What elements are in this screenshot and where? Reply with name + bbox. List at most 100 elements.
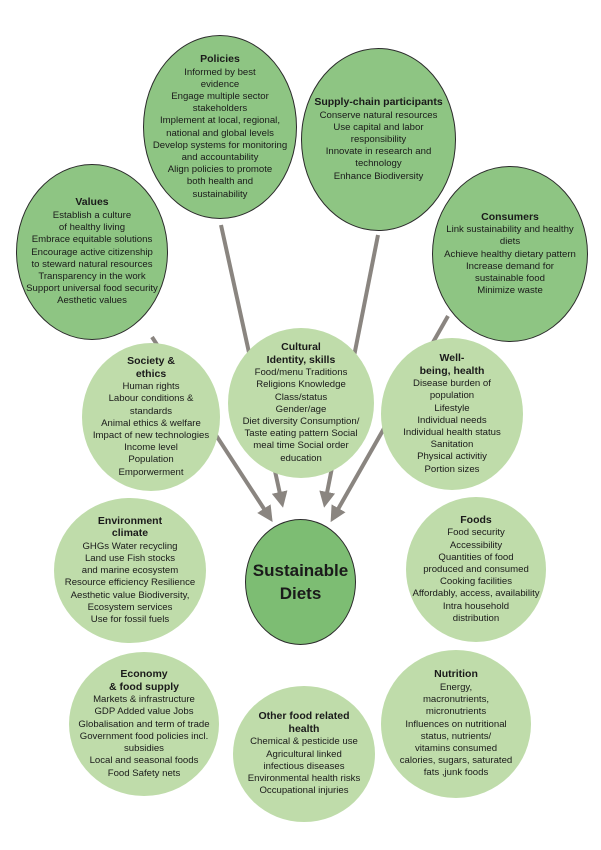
supply-chain-line: Enhance Biodiversity: [333, 170, 424, 182]
policies-line: and accountability: [181, 152, 259, 164]
values-title: Values: [75, 196, 109, 209]
foods-line: Food security: [447, 527, 505, 539]
values-line: Embrace equitable solutions: [31, 234, 153, 246]
nutrition-line: macronutrients,: [422, 694, 490, 706]
wellbeing-line: Lifestyle: [434, 402, 470, 414]
nutrition-line: Influences on nutritional: [405, 718, 507, 730]
environment-line: and marine ecosystem: [81, 565, 179, 577]
cultural-line: Religions Knowledge: [256, 379, 346, 391]
other-health-line: Occupational injuries: [259, 785, 349, 797]
economy-line: Food Safety nets: [107, 767, 181, 779]
economy-line: subsidies: [123, 743, 164, 755]
sustainable-diets-circle: Sustainable Diets: [245, 519, 356, 645]
cultural-line: Class/status: [274, 391, 328, 403]
supply-chain-line: Innovate in research and: [325, 146, 432, 158]
nutrition-line: fats ,junk foods: [423, 767, 489, 779]
society-ethics-line: standards: [129, 405, 173, 417]
foods-line: distribution: [452, 612, 500, 624]
environment-line: GHGs Water recycling: [82, 540, 178, 552]
supply-chain-title: Supply-chain participants: [314, 96, 443, 109]
consumers-title: Consumers: [481, 210, 539, 223]
economy-line: Government food policies incl.: [79, 730, 209, 742]
supply-chain-line: responsibility: [350, 134, 407, 146]
wellbeing-line: Portion sizes: [424, 463, 480, 475]
wellbeing-health-title: Well- being, health: [419, 352, 485, 377]
policies-line: Implement at local, regional,: [160, 115, 280, 127]
values-line: Transparency in the work: [38, 270, 146, 282]
consumers-line: Increase demand for: [465, 260, 554, 272]
wellbeing-line: Sanitation: [430, 439, 474, 451]
values-line: to steward natural resources: [31, 258, 153, 270]
cultural-line: meal time Social order: [253, 440, 349, 452]
nutrition-title: Nutrition: [434, 668, 478, 681]
consumers-line: Link sustainability and healthy: [446, 224, 574, 236]
policies-line: sustainability: [192, 188, 248, 200]
wellbeing-line: Disease burden of: [413, 378, 491, 390]
environment-line: Ecosystem services: [87, 601, 173, 613]
economy-food-supply-circle: Economy & food supply Markets & infrastr…: [69, 652, 219, 796]
society-ethics-line: Income level: [124, 442, 178, 454]
cultural-line: Food/menu Traditions: [254, 367, 348, 379]
economy-line: GDP Added value Jobs: [94, 706, 194, 718]
policies-line: national and global levels: [166, 127, 274, 139]
foods-line: Affordably, access, availability: [412, 588, 540, 600]
supply-chain-line: Conserve natural resources: [319, 109, 438, 121]
cultural-line: Taste eating pattern Social: [244, 428, 358, 440]
policies-line: stakeholders: [192, 103, 248, 115]
economy-food-supply-title: Economy & food supply: [109, 668, 179, 693]
values-line: Encourage active citizenship: [31, 246, 153, 258]
policies-line: Informed by best: [184, 66, 256, 78]
policies-line: Align policies to promote: [167, 164, 273, 176]
cultural-line: education: [280, 452, 322, 464]
cultural-line: Diet diversity Consumption/: [242, 416, 360, 427]
society-ethics-line: Population: [128, 454, 174, 466]
environment-climate-circle: Environment climate GHGs Water recycling…: [54, 498, 206, 643]
policies-line: evidence: [200, 78, 240, 90]
other-food-health-title: Other food related health: [258, 710, 350, 735]
society-ethics-line: Emporwerment: [118, 466, 184, 478]
society-ethics-line: Animal ethics & welfare: [101, 417, 201, 429]
cultural-line: Gender/age: [275, 403, 327, 415]
foods-line: Quantities of food: [438, 551, 514, 563]
society-ethics-title: Society & ethics: [127, 355, 175, 380]
environment-line: Aesthetic value Biodiversity,: [70, 589, 190, 601]
values-line: Aesthetic values: [57, 295, 127, 307]
wellbeing-line: Physical activitiy: [417, 451, 487, 463]
nutrition-line: micronutrients: [425, 706, 487, 718]
nutrition-line: vitamins consumed: [414, 742, 498, 754]
sustainable-diets-title: Sustainable Diets: [252, 561, 349, 603]
policies-line: both health and: [186, 176, 254, 188]
supply-chain-circle: Supply-chain participants Conserve natur…: [301, 48, 456, 231]
values-line: Support universal food security: [26, 283, 158, 295]
society-ethics-line: Labour conditions &: [108, 393, 194, 405]
other-health-line: Agricultural linked: [266, 748, 342, 760]
policies-line: Engage multiple sector: [171, 91, 269, 103]
society-ethics-line: Impact of new technologies: [92, 430, 210, 441]
cultural-identity-circle: Cultural Identity, skills Food/menu Trad…: [228, 328, 374, 478]
economy-line: Globalisation and term of trade: [78, 718, 210, 730]
consumers-line: Achieve healthy dietary pattern: [444, 248, 576, 260]
foods-line: produced and consumed: [423, 564, 529, 576]
environment-climate-title: Environment climate: [97, 514, 163, 540]
environment-line: Use for fossil fuels: [90, 614, 170, 625]
consumers-line: Minimize waste: [477, 285, 543, 297]
supply-chain-line: Use capital and labor: [333, 121, 424, 133]
nutrition-line: status, nutrients/: [420, 730, 492, 742]
foods-line: Cooking facilities: [440, 576, 512, 588]
other-health-line: Environmental health risks: [247, 773, 361, 785]
